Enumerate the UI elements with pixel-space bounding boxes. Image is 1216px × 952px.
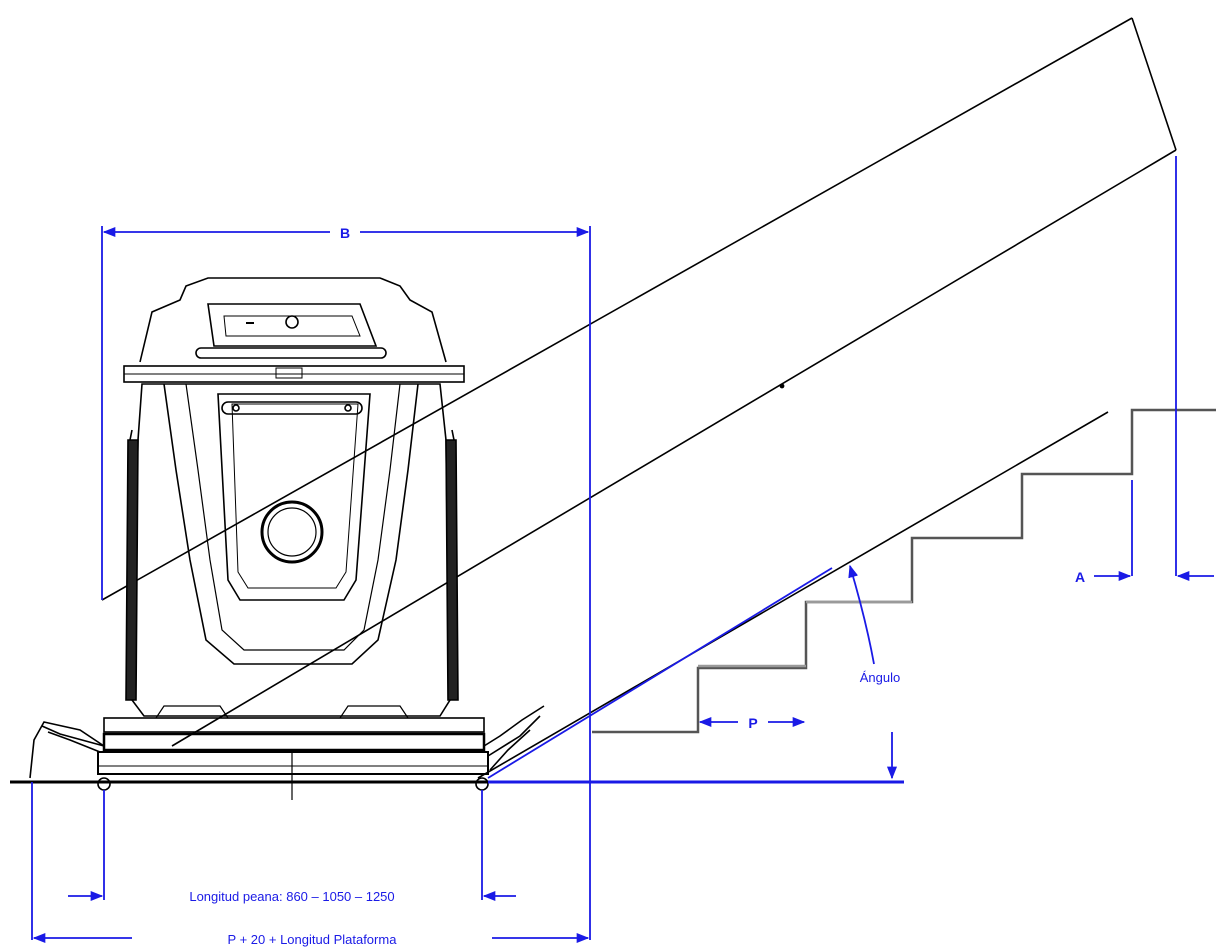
rail-lines: [101, 17, 1177, 779]
left-ramp-flap: [29, 721, 105, 779]
rail-lower-line: [171, 149, 1177, 747]
right-wheel: [475, 777, 489, 791]
platform-deck: [102, 732, 486, 752]
staircase: [592, 408, 1216, 734]
label-total-length: P + 20 + Longitud Plataforma: [228, 932, 398, 947]
rail-upper-line: [101, 17, 1133, 601]
handle-bar: [195, 347, 387, 359]
inner-panel: [217, 393, 371, 601]
rail-midpoint: [779, 383, 785, 389]
label-p: P: [748, 715, 757, 731]
rail-upper-end: [1131, 17, 1177, 151]
dimensions: [31, 156, 1214, 944]
right-side-strip: [445, 439, 459, 701]
left-side-strip: [125, 439, 139, 701]
inner-handle: [221, 401, 363, 415]
label-base-length: Longitud peana: 860 – 1050 – 1250: [189, 889, 394, 904]
label-angle: Ángulo: [860, 670, 900, 685]
control-button: [260, 500, 324, 564]
handle-slot: [207, 303, 378, 347]
key-lock: [285, 315, 299, 329]
platform: [29, 705, 545, 800]
rail-lower-line-b: [477, 411, 1109, 779]
stairlift-body: [123, 277, 465, 717]
stair-steps: [592, 408, 1216, 734]
front-panel: [163, 383, 419, 665]
angle-arc: [848, 564, 875, 665]
platform-top-plate: [103, 717, 485, 733]
angle-reference-line: [487, 567, 833, 779]
main-housing: [131, 383, 451, 717]
label-a: A: [1075, 569, 1085, 585]
label-b: B: [340, 225, 350, 241]
left-wheel: [97, 777, 111, 791]
platform-base: [97, 751, 489, 775]
right-ramp-flap: [483, 705, 545, 757]
top-cover: [139, 277, 447, 363]
